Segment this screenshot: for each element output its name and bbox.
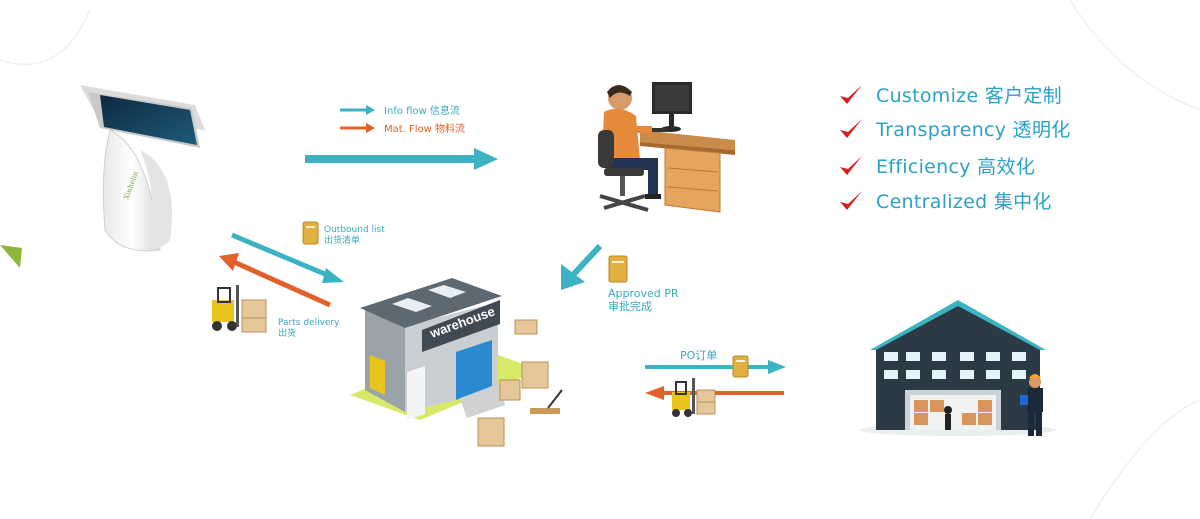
outbound-list-label-cn: 出货清单 <box>324 234 360 246</box>
info-arrow-kiosk-to-office <box>305 148 498 170</box>
feature-item-efficiency: Efficiency 高效化 <box>838 152 1035 179</box>
legend-mat-label: Mat. Flow 物料流 <box>384 122 465 135</box>
document-icon-outbound <box>302 221 319 245</box>
kiosk-terminal: Xinhelin <box>80 85 205 252</box>
parts-delivery-label-cn: 出货 <box>278 327 296 339</box>
checkmark-icon <box>840 155 862 175</box>
approved-pr-label-cn: 审批完成 <box>608 299 652 313</box>
document-icon-po <box>732 355 749 378</box>
feature-label: Centralized 集中化 <box>876 191 1052 213</box>
checkmark-icon <box>840 84 862 104</box>
office-worker-desk <box>598 82 735 213</box>
checkmark-icon <box>840 190 862 210</box>
corner-triangle <box>0 245 22 268</box>
supplier-warehouse <box>860 300 1056 436</box>
feature-label: Efficiency 高效化 <box>876 156 1036 178</box>
outbound-list-label: Outbound list <box>324 225 385 235</box>
po-label: PO订单 <box>680 349 717 362</box>
forklift-po <box>672 378 716 417</box>
parts-delivery-arrow <box>219 253 332 308</box>
warehouse-building: warehouse <box>350 278 563 447</box>
legend-info-label: Info flow 信息流 <box>384 104 460 117</box>
feature-label: Customize 客户定制 <box>876 85 1062 107</box>
outbound-list-arrow <box>231 232 344 283</box>
feature-label: Transparency 透明化 <box>876 119 1071 141</box>
forklift-left <box>212 285 267 333</box>
feature-item-customize: Customize 客户定制 <box>838 81 1062 108</box>
checkmark-icon <box>840 118 862 138</box>
po-arrow <box>645 360 786 374</box>
legend-info-arrow <box>340 105 375 115</box>
feature-item-transparency: Transparency 透明化 <box>838 115 1071 142</box>
legend-mat-arrow <box>340 123 375 133</box>
feature-item-centralized: Centralized 集中化 <box>838 187 1052 214</box>
document-icon-approved-pr <box>608 255 628 283</box>
approved-pr-label: Approved PR <box>608 287 679 300</box>
approved-pr-arrow <box>561 243 603 290</box>
parts-delivery-label: Parts delivery <box>278 318 340 328</box>
